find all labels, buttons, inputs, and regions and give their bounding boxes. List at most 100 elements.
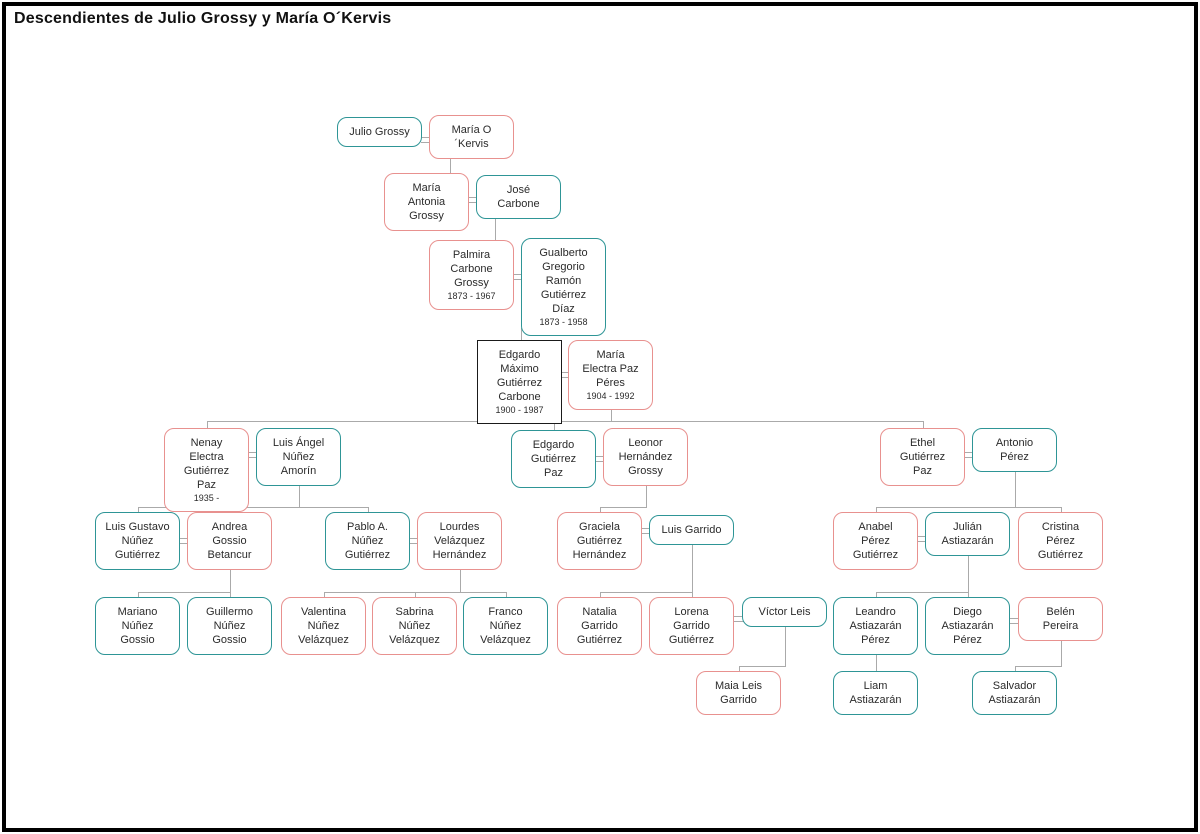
- connector-line: [230, 562, 231, 603]
- person-dates: 1904 - 1992: [586, 391, 635, 401]
- marriage-connector: [964, 452, 974, 458]
- person-name: Valentina Núñez Velázquez: [298, 606, 349, 646]
- person-name: Leandro Astiazarán Pérez: [849, 606, 902, 646]
- person-lourdes-velazquez-hernandez[interactable]: Lourdes Velázquez Hernández: [417, 512, 502, 570]
- person-dates: 1873 - 1967: [447, 291, 496, 301]
- person-diego-astiazaran-perez[interactable]: Diego Astiazarán Pérez: [925, 597, 1010, 655]
- person-pablo-a-nunez-gutierrez[interactable]: Pablo A. Núñez Gutiérrez: [325, 512, 410, 570]
- person-name: Julio Grossy: [349, 126, 410, 138]
- person-franco-nunez-velazquez[interactable]: Franco Núñez Velázquez: [463, 597, 548, 655]
- connector-line: [207, 421, 924, 422]
- connector-line: [450, 154, 451, 179]
- person-gualberto-gutierrez-diaz[interactable]: Gualberto Gregorio Ramón Gutiérrez Díaz 1…: [521, 238, 606, 336]
- person-belen-pereira[interactable]: Belén Pereira: [1018, 597, 1103, 641]
- person-edgardo-gutierrez-paz[interactable]: Edgardo Gutiérrez Paz: [511, 430, 596, 488]
- person-antonio-perez[interactable]: Antonio Pérez: [972, 428, 1057, 472]
- connector-line: [968, 549, 969, 603]
- person-julio-grossy[interactable]: Julio Grossy: [337, 117, 422, 147]
- connector-line: [600, 507, 647, 508]
- marriage-connector: [468, 197, 478, 203]
- connector-line: [460, 562, 461, 592]
- person-cristina-perez-gutierrez[interactable]: Cristina Pérez Gutiérrez: [1018, 512, 1103, 570]
- connector-line: [207, 421, 208, 434]
- person-mariano-nunez-gossio[interactable]: Mariano Núñez Gossio: [95, 597, 180, 655]
- person-victor-leis[interactable]: Víctor Leis: [742, 597, 827, 627]
- person-natalia-garrido-gutierrez[interactable]: Natalia Garrido Gutiérrez: [557, 597, 642, 655]
- person-lorena-garrido-gutierrez[interactable]: Lorena Garrido Gutiérrez: [649, 597, 734, 655]
- connector-line: [600, 592, 693, 593]
- person-name: Graciela Gutiérrez Hernández: [572, 521, 627, 561]
- person-name: Edgardo Máximo Gutiérrez Carbone: [496, 349, 543, 403]
- person-name: María O´Kervis: [451, 124, 492, 150]
- person-name: Antonio Pérez: [995, 437, 1034, 463]
- person-name: Mariano Núñez Gossio: [117, 606, 158, 646]
- marriage-connector: [641, 528, 651, 534]
- person-name: Edgardo Gutiérrez Paz: [530, 439, 577, 479]
- marriage-connector: [733, 616, 744, 622]
- connector-line: [554, 421, 555, 436]
- person-julian-astiazaran[interactable]: Julián Astiazarán: [925, 512, 1010, 556]
- connector-line: [138, 592, 231, 593]
- person-valentina-nunez-velazquez[interactable]: Valentina Núñez Velázquez: [281, 597, 366, 655]
- person-maria-antonia-grossy[interactable]: María Antonia Grossy: [384, 173, 469, 231]
- marriage-connector: [595, 456, 605, 462]
- person-salvador-astiazaran[interactable]: Salvador Astiazarán: [972, 671, 1057, 715]
- connector-line: [1015, 466, 1016, 507]
- person-name: Lorena Garrido Gutiérrez: [668, 606, 715, 646]
- person-luis-gustavo-nunez-gutierrez[interactable]: Luis Gustavo Núñez Gutiérrez: [95, 512, 180, 570]
- connector-line: [299, 478, 300, 507]
- person-name: Víctor Leis: [758, 606, 811, 618]
- person-luis-angel-nunez-amorin[interactable]: Luis Ángel Núñez Amorín: [256, 428, 341, 486]
- person-name: Sabrina Núñez Velázquez: [389, 606, 440, 646]
- person-name: Ethel Gutiérrez Paz: [899, 437, 946, 477]
- connector-line: [876, 507, 1062, 508]
- person-name: María Antonia Grossy: [407, 182, 446, 222]
- person-leonor-hernandez-grossy[interactable]: Leonor Hernández Grossy: [603, 428, 688, 486]
- person-name: Julián Astiazarán: [941, 521, 994, 547]
- person-name: José Carbone: [497, 184, 540, 210]
- person-name: Maia Leis Garrido: [714, 680, 763, 706]
- person-dates: 1900 - 1987: [495, 405, 544, 415]
- person-dates: 1873 - 1958: [539, 317, 588, 327]
- person-name: Salvador Astiazarán: [988, 680, 1041, 706]
- marriage-connector: [179, 538, 189, 544]
- person-andrea-gossio-betancur[interactable]: Andrea Gossio Betancur: [187, 512, 272, 570]
- person-name: Luis Garrido: [661, 524, 722, 536]
- person-name: Guillermo Núñez Gossio: [205, 606, 254, 646]
- connector-line: [646, 478, 647, 507]
- person-name: Palmira Carbone Grossy: [450, 249, 493, 289]
- person-name: Gualberto Gregorio Ramón Gutiérrez Díaz: [539, 247, 588, 315]
- connector-line: [1061, 634, 1062, 666]
- person-liam-astiazaran[interactable]: Liam Astiazarán: [833, 671, 918, 715]
- person-name: Franco Núñez Velázquez: [480, 606, 531, 646]
- person-ethel-gutierrez-paz[interactable]: Ethel Gutiérrez Paz: [880, 428, 965, 486]
- person-sabrina-nunez-velazquez[interactable]: Sabrina Núñez Velázquez: [372, 597, 457, 655]
- person-maia-leis-garrido[interactable]: Maia Leis Garrido: [696, 671, 781, 715]
- connector-line: [611, 402, 612, 422]
- person-name: Natalia Garrido Gutiérrez: [576, 606, 623, 646]
- connector-line: [1015, 666, 1062, 667]
- person-jose-carbone[interactable]: José Carbone: [476, 175, 561, 219]
- marriage-connector: [917, 536, 927, 542]
- person-name: Luis Gustavo Núñez Gutiérrez: [105, 521, 170, 561]
- person-leandro-astiazaran-perez[interactable]: Leandro Astiazarán Pérez: [833, 597, 918, 655]
- connector-line: [876, 648, 877, 677]
- person-palmira-carbone-grossy[interactable]: Palmira Carbone Grossy 1873 - 1967: [429, 240, 514, 310]
- person-guillermo-nunez-gossio[interactable]: Guillermo Núñez Gossio: [187, 597, 272, 655]
- person-luis-garrido[interactable]: Luis Garrido: [649, 515, 734, 545]
- person-maria-okervis[interactable]: María O´Kervis: [429, 115, 514, 159]
- person-name: Liam Astiazarán: [849, 680, 902, 706]
- marriage-connector: [409, 538, 419, 544]
- person-name: Leonor Hernández Grossy: [618, 437, 673, 477]
- person-name: Andrea Gossio Betancur: [207, 521, 252, 561]
- person-anabel-perez-gutierrez[interactable]: Anabel Pérez Gutiérrez: [833, 512, 918, 570]
- person-name: Anabel Pérez Gutiérrez: [852, 521, 899, 561]
- person-name: Nenay Electra Gutiérrez Paz: [183, 437, 230, 491]
- person-edgardo-maximo-gutierrez-carbone[interactable]: Edgardo Máximo Gutiérrez Carbone 1900 - 1…: [477, 340, 562, 424]
- marriage-connector: [248, 452, 258, 458]
- person-graciela-gutierrez-hernandez[interactable]: Graciela Gutiérrez Hernández: [557, 512, 642, 570]
- person-name: Luis Ángel Núñez Amorín: [272, 437, 325, 477]
- marriage-connector: [560, 372, 570, 378]
